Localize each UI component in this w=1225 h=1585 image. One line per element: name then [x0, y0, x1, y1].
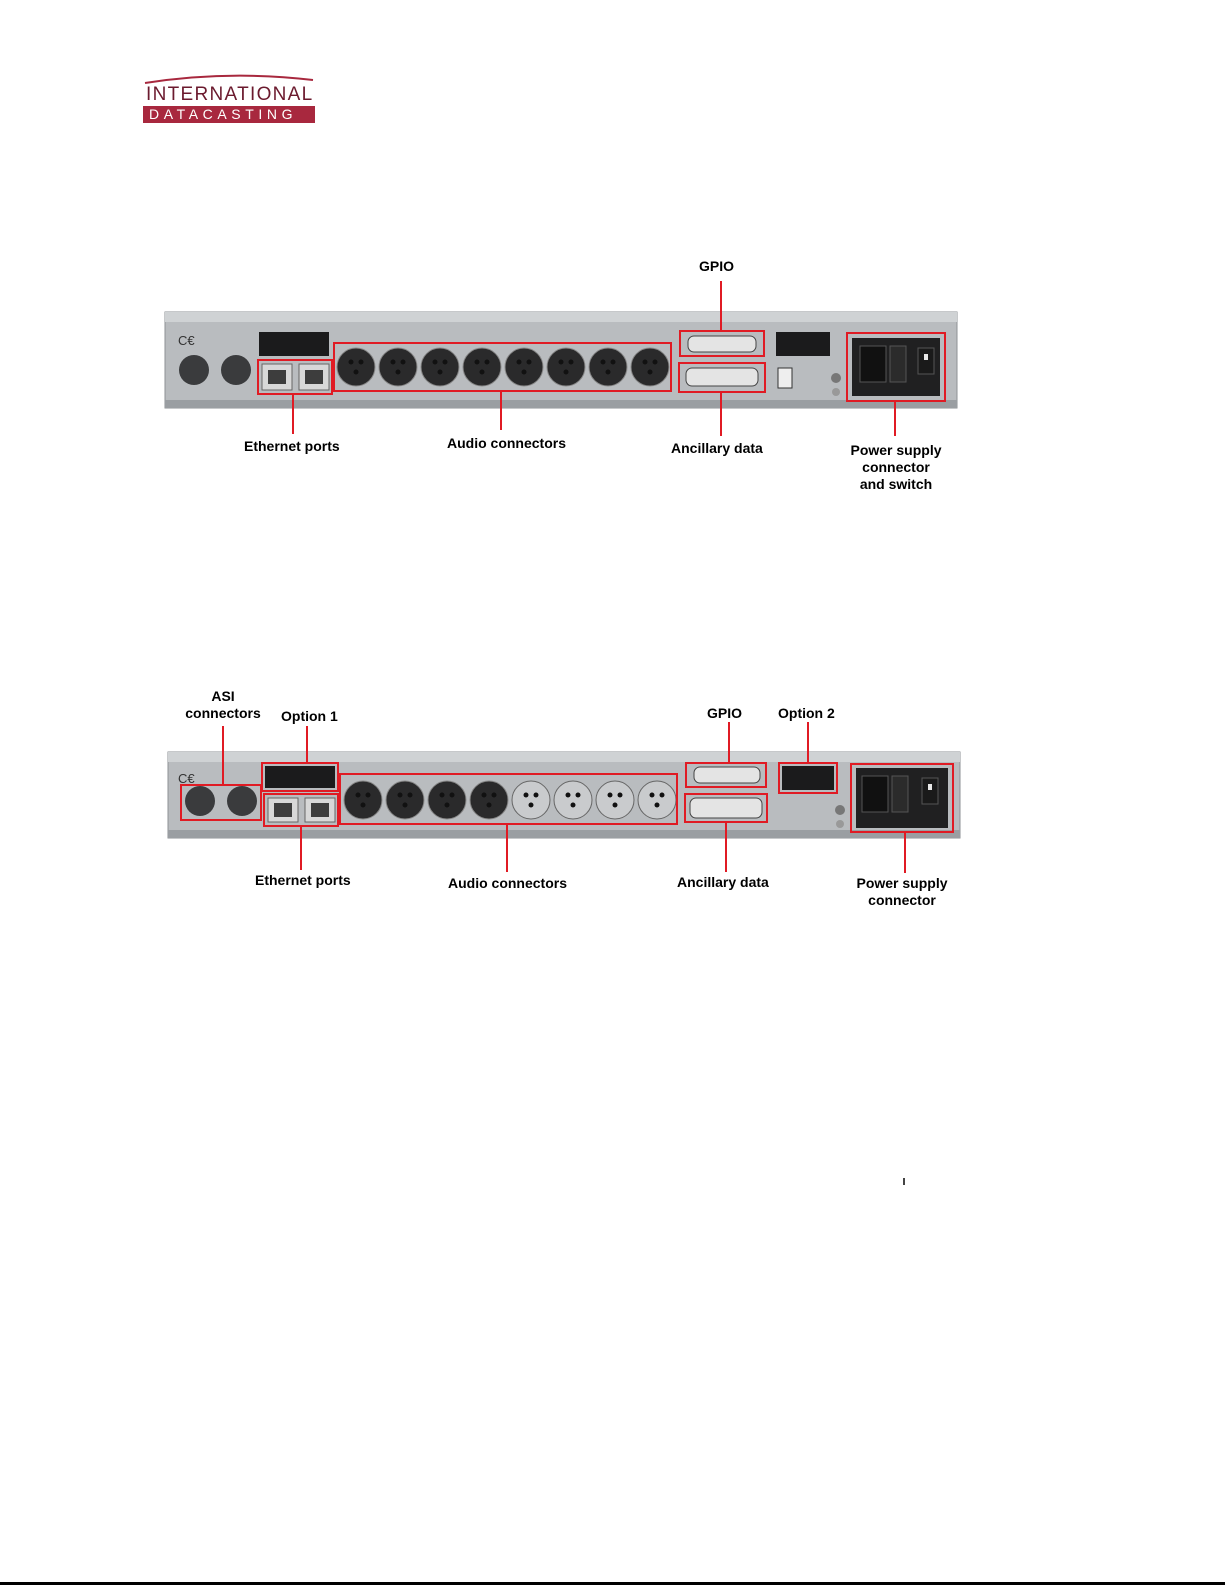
callout-audio-1: Audio connectors	[447, 435, 566, 452]
callout-gpio-2: GPIO	[707, 705, 742, 722]
callout-ancillary-1: Ancillary data	[671, 440, 763, 457]
callout-audio-2: Audio connectors	[448, 875, 567, 892]
callout-option1-2: Option 1	[281, 708, 338, 725]
option-slot-1b	[776, 332, 830, 356]
callout-ethernet-2: Ethernet ports	[255, 872, 351, 889]
asi-connector-1b	[221, 355, 251, 385]
callout-gpio-1: GPIO	[699, 258, 734, 275]
ce-mark-2: C€	[178, 771, 195, 786]
option-slot-1a	[259, 332, 329, 356]
asi-connector-2b	[227, 786, 257, 816]
stray-mark	[903, 1178, 905, 1185]
callout-ethernet-1: Ethernet ports	[244, 438, 340, 455]
asi-connector-2a	[185, 786, 215, 816]
rear-panel-1: C€	[165, 281, 957, 436]
asi-connector-1a	[179, 355, 209, 385]
callout-option2-2: Option 2	[778, 705, 835, 722]
rear-panel-2: C€	[168, 722, 960, 873]
callout-power-2: Power supply connector	[854, 875, 950, 909]
ce-mark-1: C€	[178, 333, 195, 348]
callout-asi-2: ASI connectors	[183, 688, 263, 722]
callout-power-1: Power supply connector and switch	[848, 442, 944, 493]
callout-ancillary-2: Ancillary data	[677, 874, 769, 891]
